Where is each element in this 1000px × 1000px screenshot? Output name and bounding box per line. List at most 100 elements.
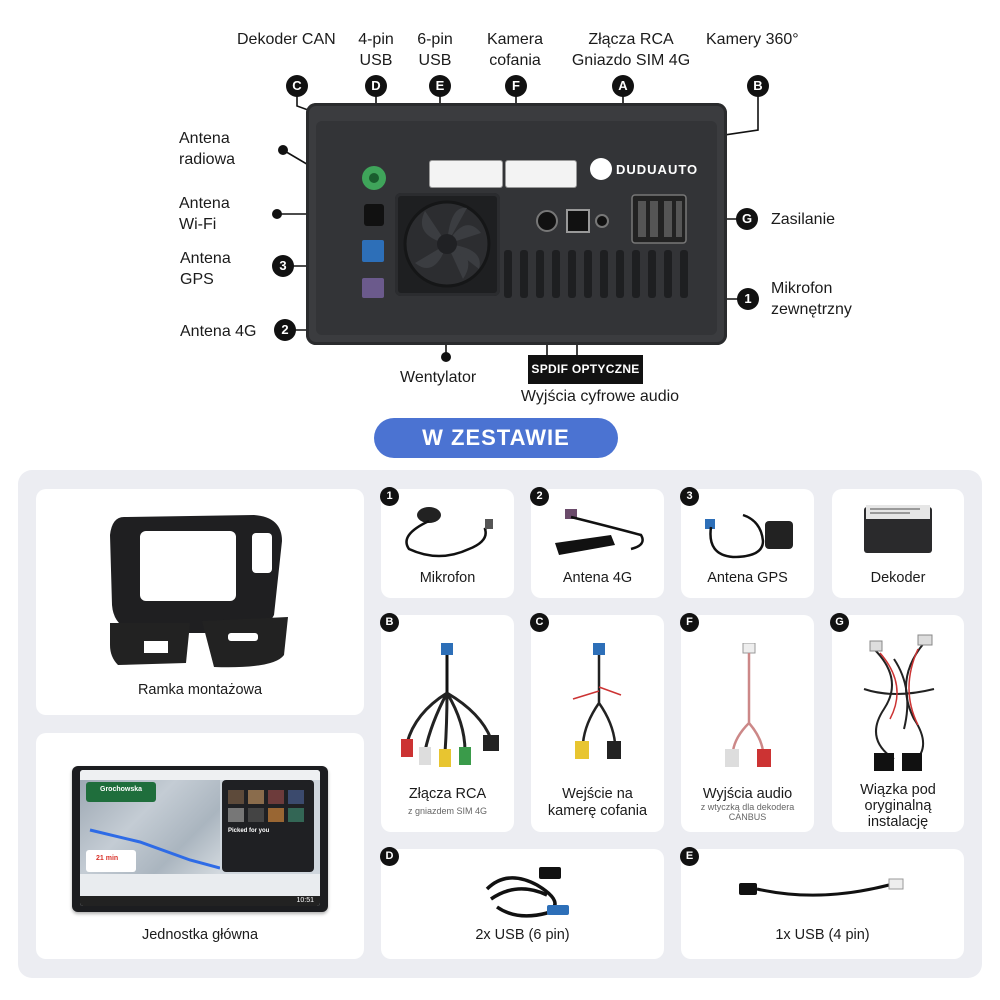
wiring-harness-image	[863, 634, 935, 771]
kit-badge-b: B	[380, 613, 399, 632]
clock: 10:51	[296, 897, 314, 904]
4g-antenna-image	[555, 509, 644, 555]
screen-display: Grochowska 21 min Picked for you 10:51	[80, 770, 320, 906]
label-usb4-line1: 4-pin	[358, 31, 394, 48]
usb6-cable-image	[485, 867, 569, 918]
label-usb6-line2: USB	[418, 52, 452, 69]
label-mikrofon: Mikrofon zewnętrzny	[771, 278, 852, 320]
album-grid	[228, 790, 304, 822]
spdif-tag: SPDIF OPTYCZNE	[528, 355, 643, 384]
badge-3: 3	[272, 255, 294, 277]
label-antena-radiowa-line1: Antena	[179, 130, 230, 147]
card-dekoder: Dekoder	[832, 489, 964, 598]
caption-antena4g: Antena 4G	[562, 570, 633, 586]
route-line-icon	[89, 828, 221, 870]
label-antena-gps: Antena GPS	[180, 248, 231, 290]
mic-jack-icon	[536, 210, 558, 232]
label-usb4-line2: USB	[359, 52, 393, 69]
usb4-cable-image	[739, 878, 904, 897]
4g-antenna-port-icon	[362, 278, 384, 298]
gps-antenna-port-icon	[362, 240, 384, 262]
caption-kamera-line1: Wejście na	[562, 786, 633, 802]
caption-wiazka-line1: Wiązka pod	[860, 782, 936, 798]
kit-badge-2: 2	[530, 487, 549, 506]
caption-audio: Wyjścia audio	[702, 786, 793, 802]
audio-output-harness-image	[725, 643, 771, 767]
kit-badge-e: E	[680, 847, 699, 866]
caption-usb4: 1x USB (4 pin)	[775, 927, 870, 943]
usb-connector-block	[430, 161, 502, 187]
badge-1: 1	[737, 288, 759, 310]
kit-badge-g: G	[830, 613, 849, 632]
audio-ports	[536, 209, 609, 233]
rca-harness-image	[401, 643, 499, 767]
vent-grille	[504, 250, 688, 298]
microphone-image	[405, 507, 493, 558]
kit-badge-f: F	[680, 613, 699, 632]
label-usb4: 4-pin USB	[350, 29, 402, 71]
label-antena-4g: Antena 4G	[180, 323, 257, 340]
nav-street-tag: Grochowska	[86, 782, 156, 802]
card-antena4g: Antena 4G	[531, 489, 664, 598]
optical-port-icon	[566, 209, 590, 233]
label-wyjscia-cyfrowe: Wyjścia cyfrowe audio	[520, 388, 680, 405]
kit-badge-3: 3	[680, 487, 699, 506]
label-rca-line2: Gniazdo SIM 4G	[571, 52, 691, 69]
caption-dekoder: Dekoder	[870, 570, 926, 586]
nav-street: Grochowska	[100, 786, 143, 793]
label-antena-wifi-line1: Antena	[179, 195, 230, 212]
card-rca: Złącza RCA z gniazdem SIM 4G	[381, 615, 514, 832]
label-rca-line1: Złącza RCA	[588, 31, 674, 48]
section-title: W ZESTAWIE	[374, 418, 618, 458]
label-usb6-line1: 6-pin	[417, 31, 453, 48]
label-wentylator: Wentylator	[400, 369, 477, 386]
label-zasilanie: Zasilanie	[771, 211, 836, 228]
caption-jednostka: Jednostka główna	[141, 927, 259, 943]
badge-f: F	[505, 75, 527, 97]
taskbar: 10:51	[80, 896, 320, 906]
label-antena-gps-line1: Antena	[180, 250, 231, 267]
label-usb6: 6-pin USB	[412, 29, 458, 71]
kit-badge-d: D	[380, 847, 399, 866]
eta-text: 21 min	[96, 855, 119, 862]
brand-name: DUDUAUTO	[616, 162, 699, 177]
caption-rca: Złącza RCA	[408, 786, 487, 802]
antenna-ports	[362, 166, 386, 298]
label-antena-radiowa-line2: radiowa	[179, 151, 236, 168]
card-kamera: Wejście na kamerę cofania	[531, 615, 664, 832]
caption-wiazka-line2: oryginalną	[864, 798, 932, 814]
card-mikrofon: Mikrofon	[381, 489, 514, 598]
eta-box: 21 min	[86, 850, 136, 872]
music-title: Picked for you	[228, 828, 270, 834]
label-mikrofon-line2: zewnętrzny	[771, 301, 852, 318]
decoder-image	[864, 505, 932, 553]
label-kamera: Kamera cofania	[480, 29, 550, 71]
fan-icon	[403, 200, 491, 288]
label-antena-wifi: Antena Wi-Fi	[179, 193, 230, 235]
caption-kamera-line2: kamerę cofania	[547, 803, 648, 819]
head-unit-screen-image: Grochowska 21 min Picked for you 10:51	[72, 766, 328, 912]
badge-2: 2	[274, 319, 296, 341]
rca-connector-block	[506, 161, 576, 187]
cooling-fan	[395, 193, 500, 296]
label-antena-wifi-line2: Wi-Fi	[179, 216, 217, 233]
brand-logo-icon	[590, 158, 612, 180]
label-antena-gps-line2: GPS	[180, 271, 214, 288]
mounting-frame-image	[110, 515, 288, 668]
wifi-antenna-port-icon	[364, 204, 384, 226]
badge-d: D	[365, 75, 387, 97]
card-usb6: 2x USB (6 pin)	[381, 849, 664, 959]
card-wiazka: Wiązka pod oryginalną instalację	[832, 615, 964, 832]
status-bar	[80, 770, 320, 780]
badge-e: E	[429, 75, 451, 97]
badge-g: G	[736, 208, 758, 230]
label-rca: Złącza RCA Gniazdo SIM 4G	[562, 29, 700, 71]
card-ramka: Ramka montażowa	[36, 489, 364, 715]
label-antena-radiowa: Antena radiowa	[179, 128, 235, 170]
gps-antenna-image	[705, 513, 793, 559]
kit-badge-1: 1	[380, 487, 399, 506]
badge-b: B	[747, 75, 769, 97]
label-dekoder-can: Dekoder CAN	[237, 31, 336, 48]
camera-input-harness-image	[572, 643, 622, 759]
